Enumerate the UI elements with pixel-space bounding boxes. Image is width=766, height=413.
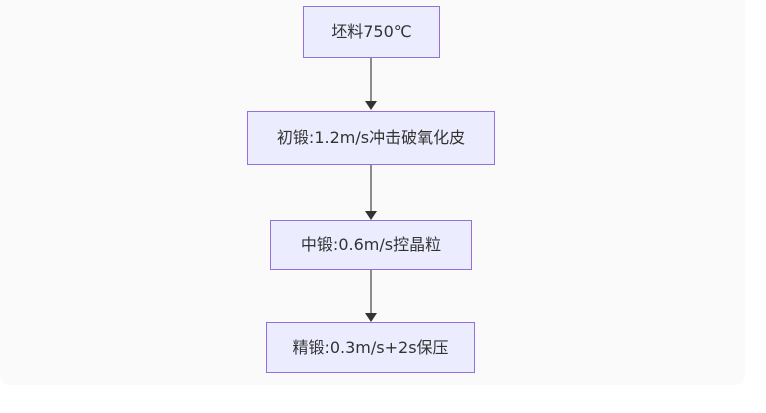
edge-arrow-1 — [365, 58, 377, 110]
edge-arrow-3 — [365, 270, 377, 322]
edge-line-2 — [370, 165, 372, 211]
arrowhead-down-icon — [365, 211, 377, 220]
edge-line-1 — [370, 58, 372, 101]
arrowhead-down-icon — [365, 313, 377, 322]
flow-node-finish-forging: 精锻:0.3m/s+2s保压 — [266, 322, 475, 373]
edge-line-3 — [370, 270, 372, 313]
flow-node-billet: 坯料750℃ — [303, 6, 440, 58]
edge-arrow-2 — [365, 165, 377, 220]
arrowhead-down-icon — [365, 101, 377, 110]
flowchart-card: 坯料750℃ 初锻:1.2m/s冲击破氧化皮 中锻:0.6m/s控晶粒 精锻:0… — [247, 6, 495, 373]
flow-node-middle-forging: 中锻:0.6m/s控晶粒 — [270, 220, 472, 270]
flow-node-initial-forging: 初锻:1.2m/s冲击破氧化皮 — [247, 111, 495, 165]
